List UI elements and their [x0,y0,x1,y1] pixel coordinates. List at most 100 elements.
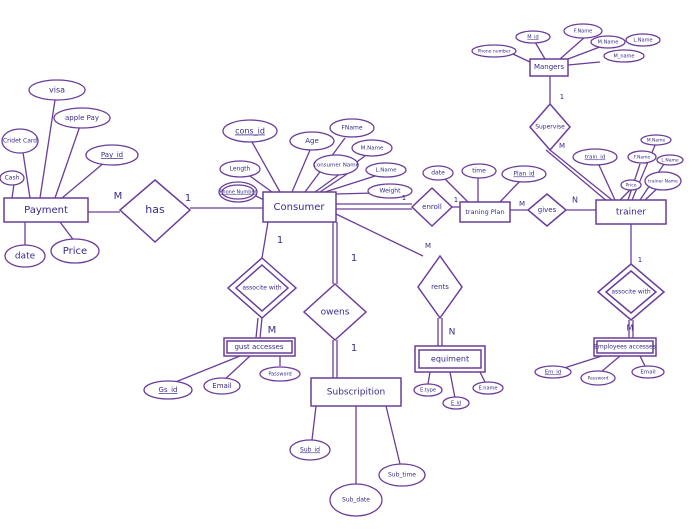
attr-price [50,238,100,264]
attr-plan-id-label: Plan_id [513,171,534,178]
attr-trainer-name-label: trainer Name [648,179,678,185]
attr-emp-password [580,370,616,386]
rel-associte-with-guest-label: associte with [242,285,281,292]
attr-eq-name [472,381,504,395]
rel-enroll-label: enroll [422,203,442,211]
card-consumer-owens: 1 [351,253,357,264]
attr-sub-id-label: Sub_id [300,447,320,454]
attr-mgr-name [603,49,645,63]
attr-mname-label: M.Name [361,146,384,152]
attr-price-label: Price [63,246,87,257]
attr-trainer-price-label: Price [626,183,637,189]
entities: Payment Consumer traning Plan trainer Ma… [3,58,667,407]
attr-length [219,160,261,178]
rel-owens [302,282,368,342]
card-consumer-associte: 1 [277,235,283,246]
card-managers-supervise: 1 [560,93,564,101]
attr-visa-label: visa [49,86,65,95]
entity-training-plan [459,201,511,223]
attr-plan-date-label: date [431,170,445,177]
attr-mgr-fname-label: F.Name [574,29,592,35]
attr-visa [28,79,86,101]
rel-supervise [529,102,571,152]
attr-sub-time-label: Sub_time [388,472,416,479]
attr-trainer-lname [656,154,684,166]
attr-emp-email-label: Email [640,370,656,376]
attr-trainer-lname-label: L.Name [661,158,678,164]
entity-equipment-inner [418,349,482,369]
attr-age [289,131,335,151]
attr-apple-pay [53,107,111,129]
attr-fname-label: FName [341,125,362,132]
rel-associte-with-employees-label: associte with [611,289,650,296]
card-associte-employees: M [627,324,634,333]
attr-sub-date [329,483,383,517]
card-payment-has: M [114,191,123,202]
attr-sub-time [378,463,426,487]
attr-plan-date [422,165,454,181]
attr-length-label: Length [230,166,251,173]
attr-age-label: Age [305,137,319,145]
attr-trainer-fname [627,150,657,164]
attr-consumer-name [313,154,359,176]
attr-train-id-label: train_id [585,155,606,161]
attr-trainer-mname-label: M.Name [647,138,666,144]
attr-plan-id [501,165,547,183]
card-consumer-enroll: 1 [402,194,406,202]
entity-guest-accesses-label: gust accesses [234,343,283,351]
attr-trainer-mname [640,134,672,146]
attr-trainer-fname-label: F.Name [634,155,651,161]
attr-sub-id [289,439,331,461]
attr-weight-label: Weight [380,188,402,195]
rel-has [118,179,192,244]
attr-pay-id [85,144,139,166]
card-associte-guest: M [268,325,277,336]
attr-eq-id [442,396,470,410]
entity-employees-accesses-label: Employees accesses [594,344,656,351]
attr-date-label: date [15,252,36,262]
entity-trainer [595,199,667,225]
attr-credit-card [1,128,39,154]
card-enroll-plan: 1 [454,196,458,204]
attr-mid-label: M_id [527,35,538,41]
entity-managers [529,58,569,77]
attr-lname-label: L.Name [375,168,397,174]
attr-consumer-name-label: Consumer Name [313,163,360,169]
relationships: has enroll gives Supervise associte with… [118,102,666,342]
attr-sub-date-label: Sub_date [342,497,370,504]
attr-fname [329,118,375,138]
entity-payment [3,197,89,223]
rel-gives [526,193,568,227]
rel-associte-with-employees-inner [604,270,658,314]
card-supervise-trainer: M [559,142,565,150]
rel-enroll [410,186,454,228]
rel-gives-label: gives [538,206,557,214]
attr-date [4,244,46,268]
attr-mid [515,30,551,44]
attr-cash [0,170,25,186]
attr-phone-number-inner [221,184,255,200]
card-rents-equipment: N [449,328,456,338]
rel-has-label: has [145,203,165,216]
attr-mgr-mname [590,35,626,49]
attr-em-id [534,365,572,379]
attr-emp-email [631,365,665,379]
attr-mgr-fname [563,23,603,39]
entity-consumer [262,191,337,223]
attr-em-id-label: Em_id [545,370,562,376]
card-plan-gives: M [519,200,525,208]
attr-mgr-phone [471,44,517,58]
attr-eq-name-label: E.name [479,386,498,392]
rel-supervise-label: Supervise [535,124,565,131]
attr-lname [365,162,407,178]
card-trainer-associte: 1 [638,256,642,264]
entity-managers-label: Mangers [534,63,564,71]
card-consumer-rents: M [425,242,431,250]
entity-payment-label: Payment [24,205,68,216]
cardinalities: M 1 1 1 M N 1 M 1 M 1 1 M N 1 M [114,93,643,354]
attributes: visa Cridet Card apple Pay Pay_id Cash d… [0,23,684,517]
entity-subscription-label: Subscripition [327,388,385,398]
entity-training-plan-label: traning Plan [465,208,504,216]
entity-subscription [310,377,402,407]
